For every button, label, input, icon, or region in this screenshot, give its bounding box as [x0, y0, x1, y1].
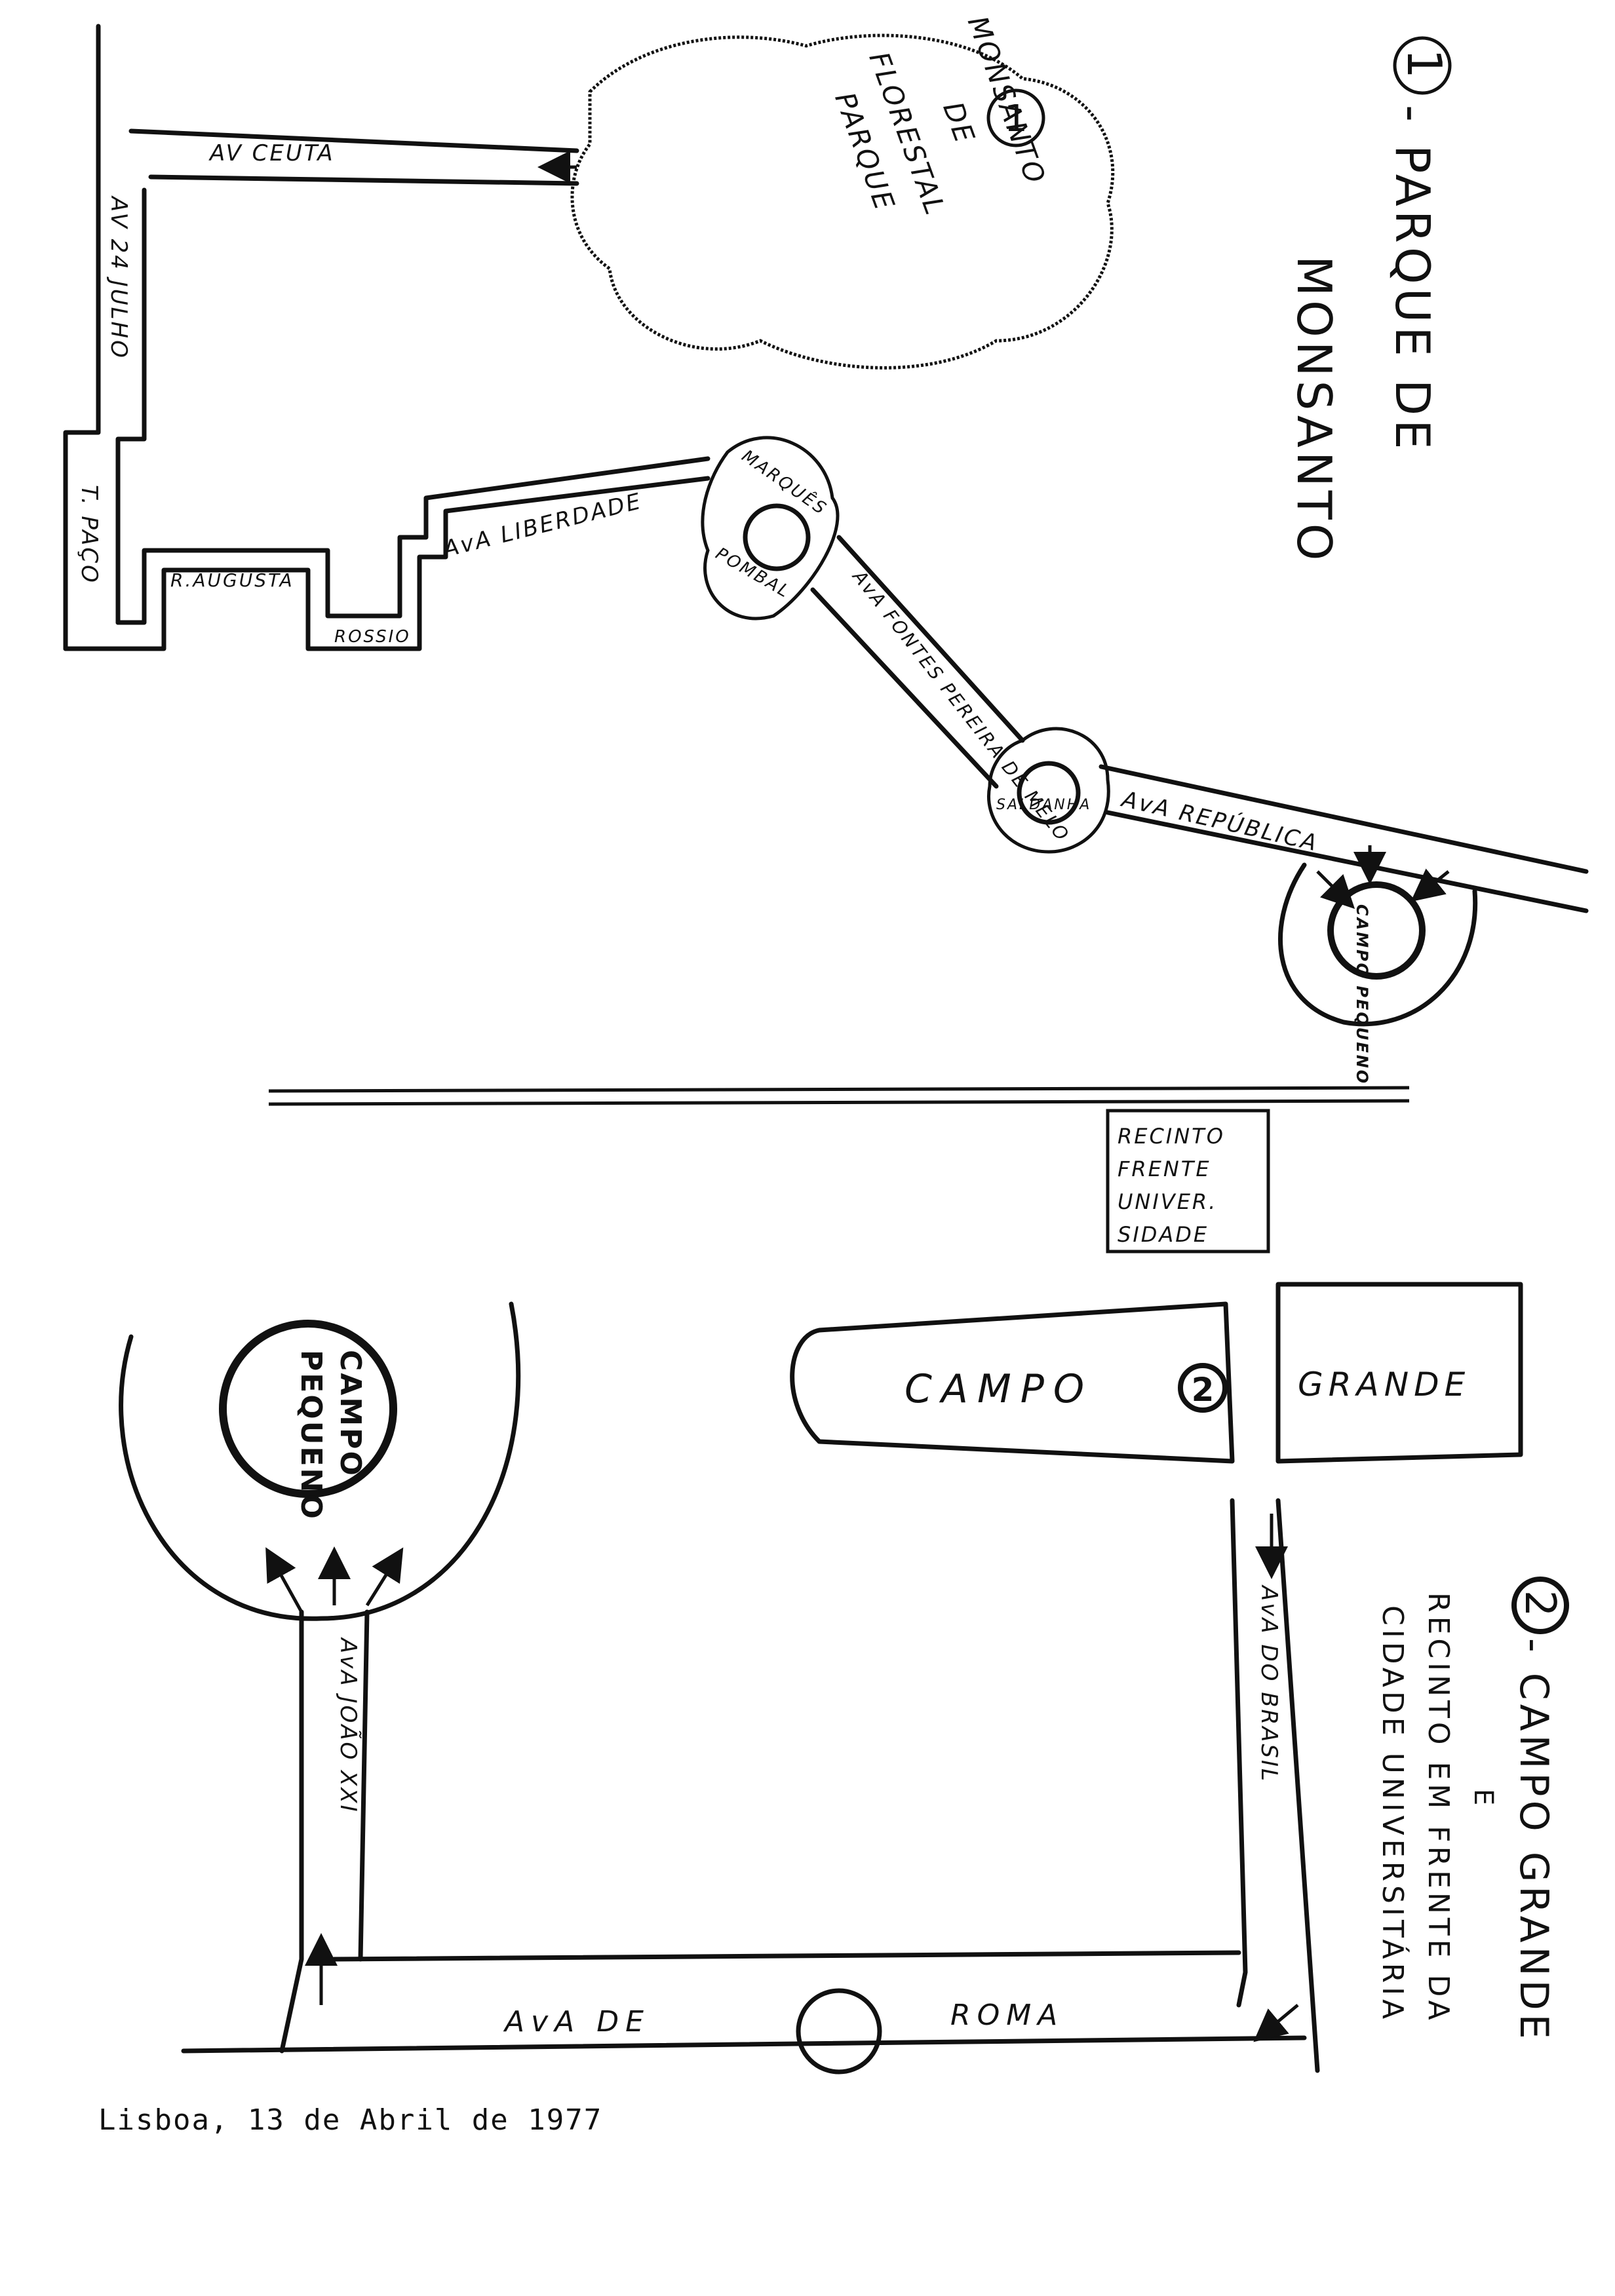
recinto-box [1106, 1109, 1270, 1253]
road-fontes-pereira-left [810, 587, 999, 789]
section-1-number: 1 [1397, 48, 1452, 83]
park-number-circle [986, 88, 1045, 147]
campo-pequeno-2-arc [119, 1301, 521, 1621]
marker-2-circle [1178, 1363, 1228, 1413]
monsanto-park-area [570, 33, 1115, 370]
road-fontes-pereira-right [836, 535, 1025, 743]
label-campo-pequeno-2b: PEQUENO [294, 1350, 328, 1521]
label-pombal-group: POMBAL [712, 544, 794, 602]
recinto-line4: SIDADE [1118, 1222, 1209, 1247]
section-1-title-line2: MONSANTO [1287, 256, 1342, 564]
roundabout-marques-pombal [743, 503, 811, 571]
label-campo-pequeno-1: CAMPO PEQUENO [1353, 904, 1371, 1085]
arrow-campo-1c [1411, 868, 1450, 902]
section-2-number-circle [1511, 1577, 1569, 1634]
road-av-24-julho-left [63, 24, 101, 651]
road-av-republica-bottom [1105, 810, 1589, 913]
road-av-roma-bottom [181, 2035, 1307, 2054]
road-r-augusta [63, 476, 710, 651]
road-av-brasil-right [1275, 1498, 1320, 2073]
section-divider [268, 1086, 1410, 1106]
section-1-map: 1 - PARQUE DE MONSANTO PARQUE FLORESTAL … [63, 12, 1589, 1085]
road-av-24-julho-right [115, 187, 147, 625]
label-campo-pequeno-2-group: CAMPO PEQUENO [294, 1350, 367, 1521]
label-brasil-group: AvA DO BRASIL [1256, 1584, 1282, 1783]
campo-pequeno-1-circle [1327, 881, 1426, 980]
label-campo: CAMPO [905, 1366, 1093, 1412]
campo-grande-right-block [1275, 1282, 1523, 1464]
campo-grande-left-block [790, 1301, 1235, 1464]
arrow-campo-2c [365, 1547, 404, 1607]
section-2-title-line3: RECINTO EM FRENTE DA [1422, 1592, 1455, 2024]
arrow-campo-1a [1316, 870, 1355, 909]
roundabout-marques-outline [701, 436, 840, 621]
section-2-map: RECINTO FRENTE UNIVER. SIDADE CAMPO 2 GR… [119, 1109, 1569, 2075]
section-1-title-line1: - PARQUE DE [1385, 105, 1440, 453]
section-1-title: 1 - PARQUE DE MONSANTO [1287, 36, 1452, 564]
recinto-line3: UNIVER. [1118, 1189, 1217, 1214]
road-av-republica-top [1099, 764, 1589, 874]
label-av-de: AvA DE [503, 2005, 650, 2038]
road-joao-xxi-right [358, 1609, 370, 1962]
label-joao-group: AvA JOÃO XXI [335, 1637, 361, 1814]
section-2-title-line2: E [1468, 1789, 1498, 1809]
park-label-line3: DE [937, 98, 981, 149]
label-roma: ROMA [950, 1999, 1064, 2032]
label-campo-pequeno-2a: CAMPO [334, 1350, 367, 1478]
recinto-line2: FRENTE [1118, 1157, 1211, 1181]
section-2-title-line4: CIDADE UNIVERSITÁRIA [1376, 1605, 1411, 2023]
label-pombal: POMBAL [712, 544, 794, 602]
label-grande: GRANDE [1298, 1366, 1470, 1404]
label-av-24-julho-group: AV 24 JULHO [106, 195, 132, 360]
label-av-joao-xxi: AvA JOÃO XXI [335, 1637, 361, 1814]
road-av-brasil-left [1230, 1498, 1248, 2008]
campo-pequeno-2-circle [219, 1320, 397, 1498]
road-av-roma-top [332, 1950, 1241, 1962]
road-r-augusta-edge [115, 456, 710, 625]
label-campo-pequeno-1-group: CAMPO PEQUENO [1353, 904, 1371, 1085]
campo-pequeno-1-arc [1278, 862, 1478, 1027]
label-saldanha: SALDANHA [996, 797, 1091, 813]
footer-date: Lisboa, 13 de Abril de 1977 [98, 2103, 603, 2137]
road-joao-xxi-left [279, 1609, 304, 2054]
label-av-24-julho: AV 24 JULHO [106, 195, 132, 360]
roundabout-saldanha [1017, 761, 1081, 825]
section-1-number-circle [1393, 36, 1452, 95]
recinto-line1: RECINTO [1118, 1124, 1225, 1149]
arrow-campo-2a [265, 1547, 303, 1613]
label-t-paco: T. PAÇO [76, 485, 102, 584]
roundabout-saldanha-outline [987, 727, 1110, 854]
park-number: 1 [1004, 98, 1028, 140]
marker-2: 2 [1192, 1371, 1215, 1409]
section-2-title: 2 - CAMPO GRANDE E RECINTO EM FRENTE DA … [1376, 1577, 1569, 2043]
road-av-ceuta-edge [148, 174, 579, 186]
road-av-ceuta [128, 128, 579, 153]
section-2-number: 2 [1515, 1590, 1564, 1621]
label-paco-group: T. PAÇO [76, 485, 102, 584]
label-av-ceuta: AV CEUTA [208, 140, 335, 166]
arrow-roma [1253, 2004, 1299, 2042]
roundabout-roma [796, 1988, 882, 2075]
label-r-augusta: R.AUGUSTA [170, 569, 294, 591]
label-av-brasil: AvA DO BRASIL [1256, 1584, 1282, 1783]
section-2-title-line1: - CAMPO GRANDE [1511, 1638, 1557, 2043]
label-rossio: ROSSIO [334, 627, 411, 647]
